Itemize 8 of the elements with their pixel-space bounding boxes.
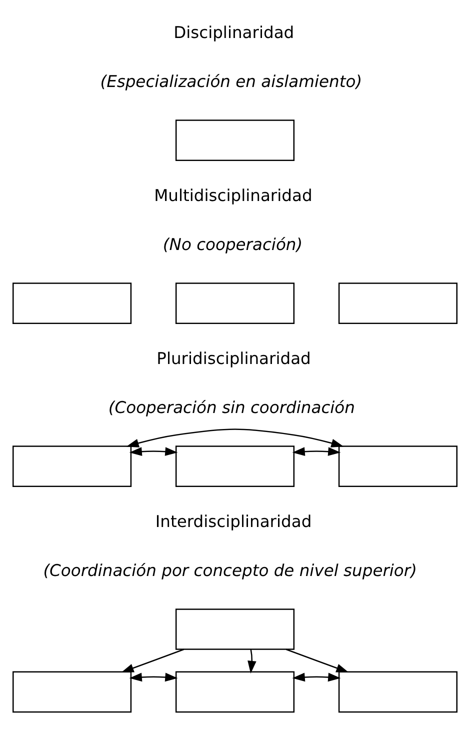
- label: (Coordinación por concepto de nivel superior): [43, 560, 417, 580]
- label: (Especialización en aislamiento): [100, 72, 362, 91]
- label: (No cooperación): [162, 234, 303, 254]
- label: Pluridisciplinaridad: [156, 348, 311, 368]
- label: (Cooperación sin coordinación: [108, 398, 355, 417]
- label: Disciplinaridad: [174, 23, 294, 42]
- label: Multidisciplinaridad: [154, 186, 312, 206]
- label: Interdisciplinaridad: [155, 512, 312, 531]
